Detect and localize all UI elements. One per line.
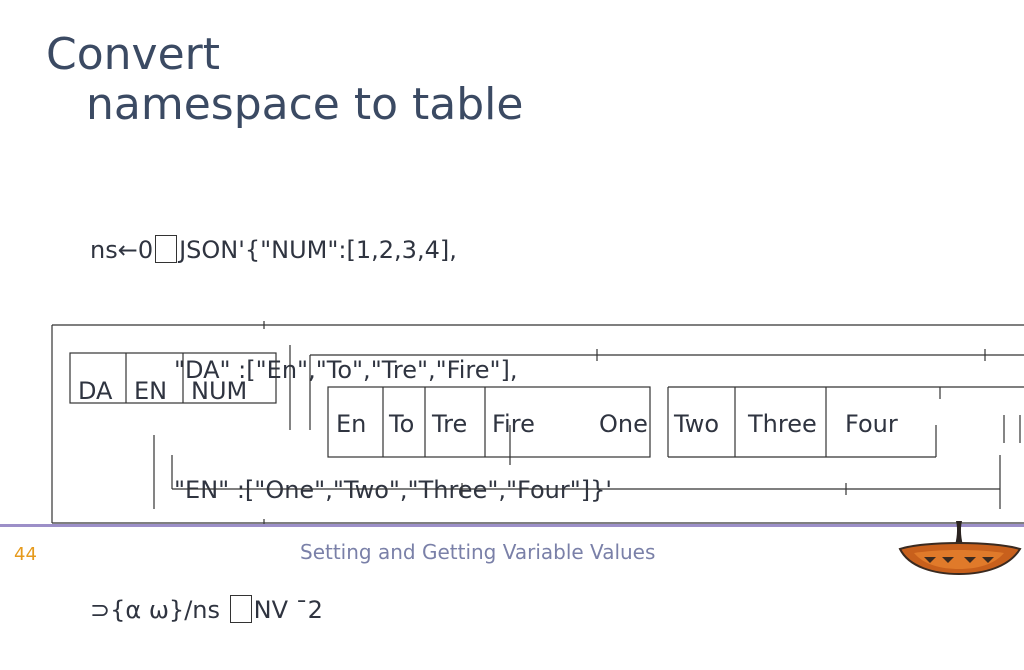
name-cell-en: EN xyxy=(134,377,167,405)
slide-title: Convert namespace to table xyxy=(46,30,523,130)
quad-glyph-icon xyxy=(155,235,178,263)
code-line-3: "EN" :["One","Two","Three","Four"]}' xyxy=(174,476,613,504)
title-line-2: namespace to table xyxy=(86,79,524,130)
code-line-1-post: JSON'{"NUM":[1,2,3,4], xyxy=(179,236,457,264)
en-value-2: Two xyxy=(673,410,719,438)
quad-glyph-icon xyxy=(229,595,252,623)
en-value-4: Four xyxy=(845,410,898,438)
boxed-result-display: DA EN NUM En To Tre Fire One Two Three F… xyxy=(51,321,1024,527)
code-line-1-pre: ns←0 xyxy=(90,236,154,264)
box-lines xyxy=(51,321,1024,527)
dyalog-logo-icon xyxy=(898,521,1022,576)
da-value-4: Fire xyxy=(492,410,535,438)
en-value-1: One xyxy=(599,410,648,438)
title-line-1: Convert xyxy=(46,29,220,80)
page-number: 44 xyxy=(14,544,37,565)
name-cell-num: NUM xyxy=(191,377,247,405)
en-value-3: Three xyxy=(747,410,817,438)
code-line-1: ns←0 JSON'{"NUM":[1,2,3,4], xyxy=(90,230,612,270)
code-line-4-pre: ⊃{α ω}/ns xyxy=(90,596,228,624)
da-value-1: En xyxy=(336,410,366,438)
code-line-4: ⊃{α ω}/ns NV ¯2 xyxy=(90,590,612,630)
da-value-3: Tre xyxy=(431,410,467,438)
code-line-2: "DA" :["En","To","Tre","Fire"], xyxy=(174,356,518,384)
footer-divider xyxy=(0,524,1024,527)
code-line-4-post: NV ¯2 xyxy=(253,596,323,624)
footer-text: Setting and Getting Variable Values xyxy=(300,540,656,564)
da-value-2: To xyxy=(388,410,414,438)
name-cell-da: DA xyxy=(78,377,113,405)
